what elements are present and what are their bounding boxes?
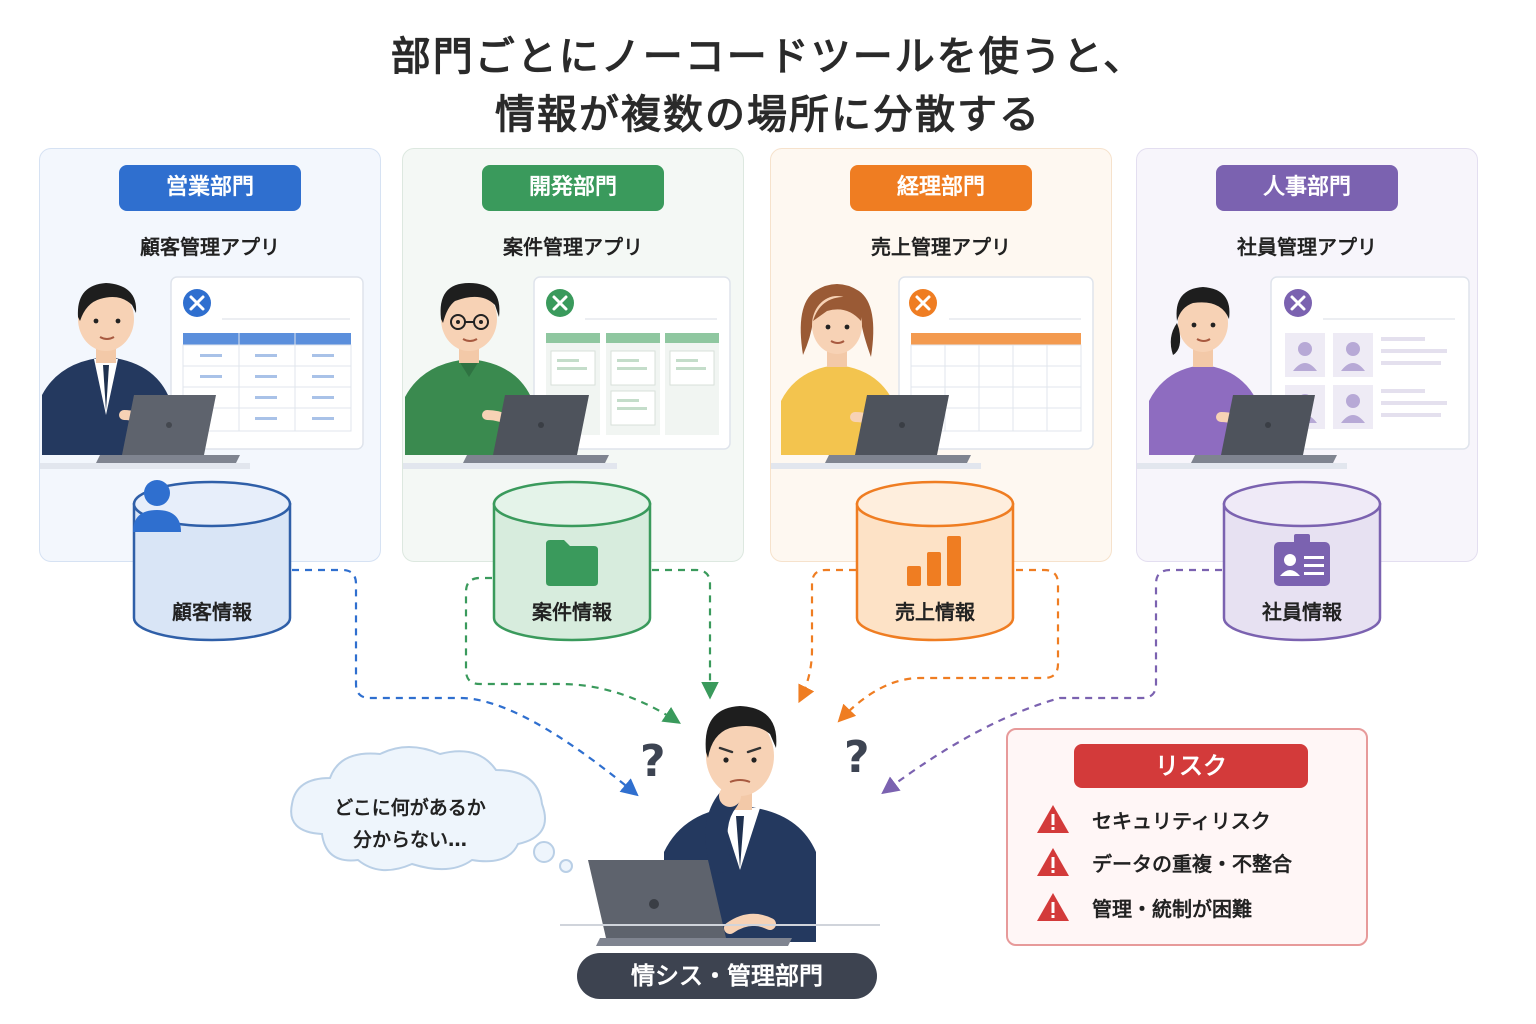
bar-chart-icon	[907, 536, 961, 586]
dept-label-hr: 人事部門	[1216, 165, 1398, 211]
arrow-accounting-left	[798, 568, 856, 704]
thought-line-1: どこに何があるか	[334, 797, 486, 819]
dept-label-dev: 開発部門	[482, 165, 664, 211]
admin-worker-illustration	[560, 706, 880, 946]
database-employee: 社員情報	[1222, 478, 1382, 644]
database-customer: 顧客情報	[132, 478, 292, 644]
warning-icon	[1037, 893, 1069, 921]
title-line-1: 部門ごとにノーコードツールを使うと、	[390, 34, 1146, 80]
warning-icon	[1037, 848, 1069, 876]
dev-worker-illustration	[403, 276, 731, 469]
sales-worker-illustration	[40, 276, 364, 469]
risk-item-text: データの重複・不整合	[1092, 851, 1292, 876]
id-card-icon	[1274, 534, 1330, 586]
question-mark-left: ?	[640, 736, 666, 787]
accounting-laptop	[771, 395, 981, 469]
title-line-2: 情報が複数の場所に分散する	[495, 92, 1041, 138]
admin-dept-label: 情シス・管理部門	[577, 953, 877, 999]
arrow-dev-right	[652, 568, 719, 700]
thought-text: どこに何があるか 分からない…	[300, 792, 520, 856]
db-label-customer: 顧客情報	[172, 600, 252, 624]
db-label-project: 案件情報	[532, 600, 612, 624]
sales-laptop	[40, 395, 250, 469]
dept-label-accounting: 経理部門	[850, 165, 1032, 211]
question-mark-right: ?	[844, 732, 870, 783]
db-label-employee: 社員情報	[1262, 600, 1342, 624]
app-name-hr: 社員管理アプリ	[1237, 235, 1377, 259]
app-name-accounting: 売上管理アプリ	[871, 235, 1011, 259]
dev-laptop	[403, 395, 617, 469]
admin-laptop	[560, 860, 880, 946]
accounting-worker-illustration	[771, 276, 1094, 469]
thought-line-2: 分からない…	[352, 829, 467, 851]
hr-laptop	[1137, 395, 1347, 469]
database-sales: 売上情報	[855, 478, 1015, 644]
hr-worker-illustration	[1137, 276, 1470, 469]
risk-item-text: 管理・統制が困難	[1092, 896, 1252, 921]
arrow-accounting-right	[837, 568, 1060, 723]
risk-item: セキュリティリスク	[1036, 802, 1271, 836]
risk-box: リスク セキュリティリスク データの重複・不整合 管理・統制が困難	[1006, 728, 1368, 946]
app-name-sales: 顧客管理アプリ	[140, 235, 280, 259]
app-name-dev: 案件管理アプリ	[503, 235, 643, 259]
warning-icon	[1037, 805, 1069, 833]
db-label-sales: 売上情報	[895, 600, 975, 624]
dept-label-sales: 営業部門	[119, 165, 301, 211]
folder-icon	[546, 540, 598, 586]
risk-title: リスク	[1074, 744, 1308, 788]
risk-item: データの重複・不整合	[1036, 845, 1292, 879]
thought-cloud	[290, 746, 573, 873]
page-title: 部門ごとにノーコードツールを使うと、 情報が複数の場所に分散する	[0, 28, 1536, 144]
database-project: 案件情報	[492, 478, 652, 644]
arrow-hr	[881, 568, 1222, 795]
risk-item: 管理・統制が困難	[1036, 890, 1252, 924]
person-icon	[133, 480, 181, 532]
risk-item-text: セキュリティリスク	[1092, 808, 1271, 833]
app-window-sales	[170, 276, 364, 450]
